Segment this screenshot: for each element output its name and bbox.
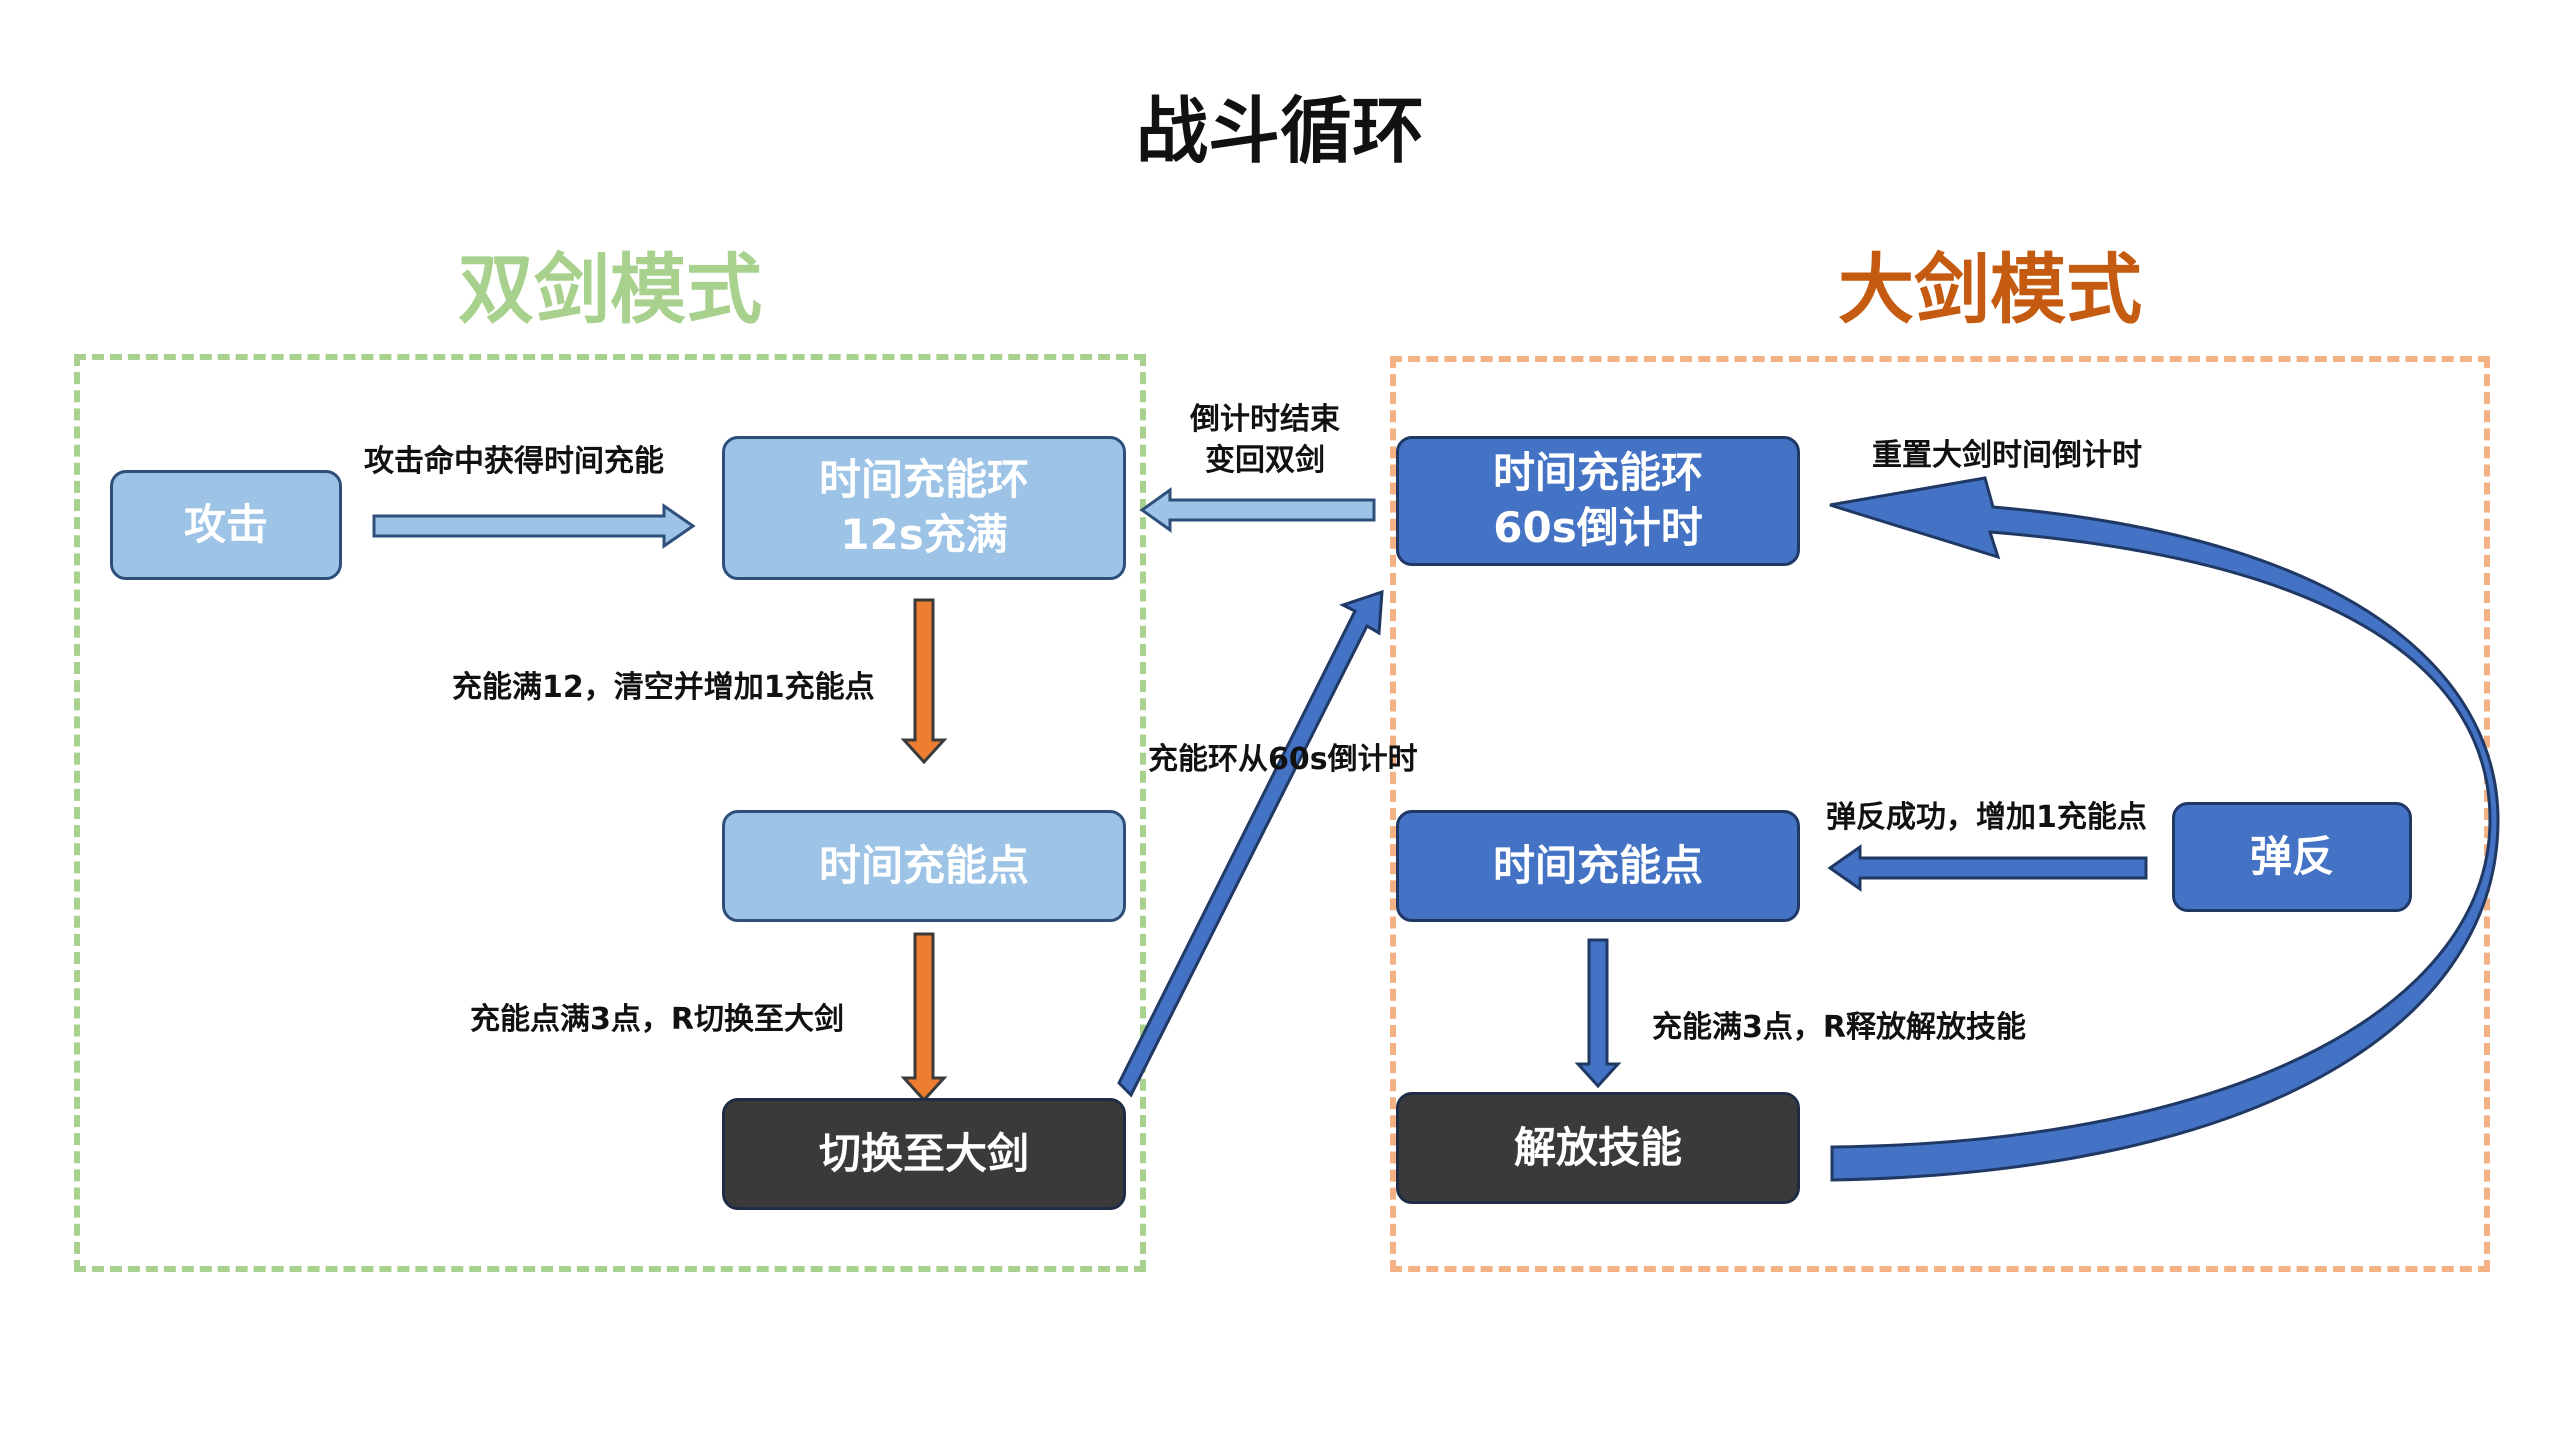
release-skill-label: 充能满3点，R释放解放技能	[1652, 1010, 2026, 1045]
dual-ring-node: 时间充能环 12s充满	[722, 436, 1126, 580]
ring-countdown-label: 充能环从60s倒计时	[1148, 742, 1418, 777]
countdown-end-label: 倒计时结束 变回双剑	[1150, 400, 1380, 481]
parry-success-label: 弹反成功，增加1充能点	[1826, 800, 2147, 835]
diagram-title: 战斗循环	[1135, 89, 1424, 173]
ring-to-point-arrow	[900, 598, 948, 765]
greatsword-point-node: 时间充能点	[1396, 810, 1800, 922]
greatsword-mode-title: 大剑模式	[1838, 245, 2142, 334]
parry-to-point-arrow	[1827, 844, 2148, 892]
attack-node: 攻击	[110, 470, 342, 580]
greatsword-ring-line1: 时间充能环	[1492, 448, 1703, 498]
release-node: 解放技能	[1396, 1092, 1800, 1204]
point-to-release-arrow	[1574, 938, 1622, 1089]
dual-sword-mode-frame	[74, 354, 1146, 1272]
greatsword-ring-node: 时间充能环 60s倒计时	[1396, 436, 1800, 566]
switch-to-greatsword-arrow	[1117, 589, 1384, 1098]
dual-ring-line1: 时间充能环	[818, 455, 1029, 505]
ring-full-label: 充能满12，清空并增加1充能点	[452, 670, 875, 705]
dual-point-node: 时间充能点	[722, 810, 1126, 922]
dual-ring-line2: 12s充满	[840, 510, 1008, 559]
attack-hit-label: 攻击命中获得时间充能	[364, 444, 664, 479]
reset-timer-curved-arrow	[1829, 476, 2500, 1182]
reset-timer-label: 重置大剑时间倒计时	[1872, 438, 2142, 473]
greatsword-ring-line2: 60s倒计时	[1493, 503, 1703, 552]
points-full-label: 充能点满3点，R切换至大剑	[470, 1002, 844, 1037]
attack-to-ring-arrow	[372, 503, 696, 549]
countdown-end-arrow	[1139, 487, 1376, 533]
point-to-switch-arrow	[900, 932, 948, 1103]
countdown-end-line1: 倒计时结束	[1190, 402, 1340, 437]
dual-sword-mode-title: 双剑模式	[458, 245, 762, 334]
greatsword-mode-frame	[1390, 356, 2490, 1272]
countdown-end-line2: 变回双剑	[1205, 442, 1325, 478]
switch-node: 切换至大剑	[722, 1098, 1126, 1210]
parry-node: 弹反	[2172, 802, 2412, 912]
